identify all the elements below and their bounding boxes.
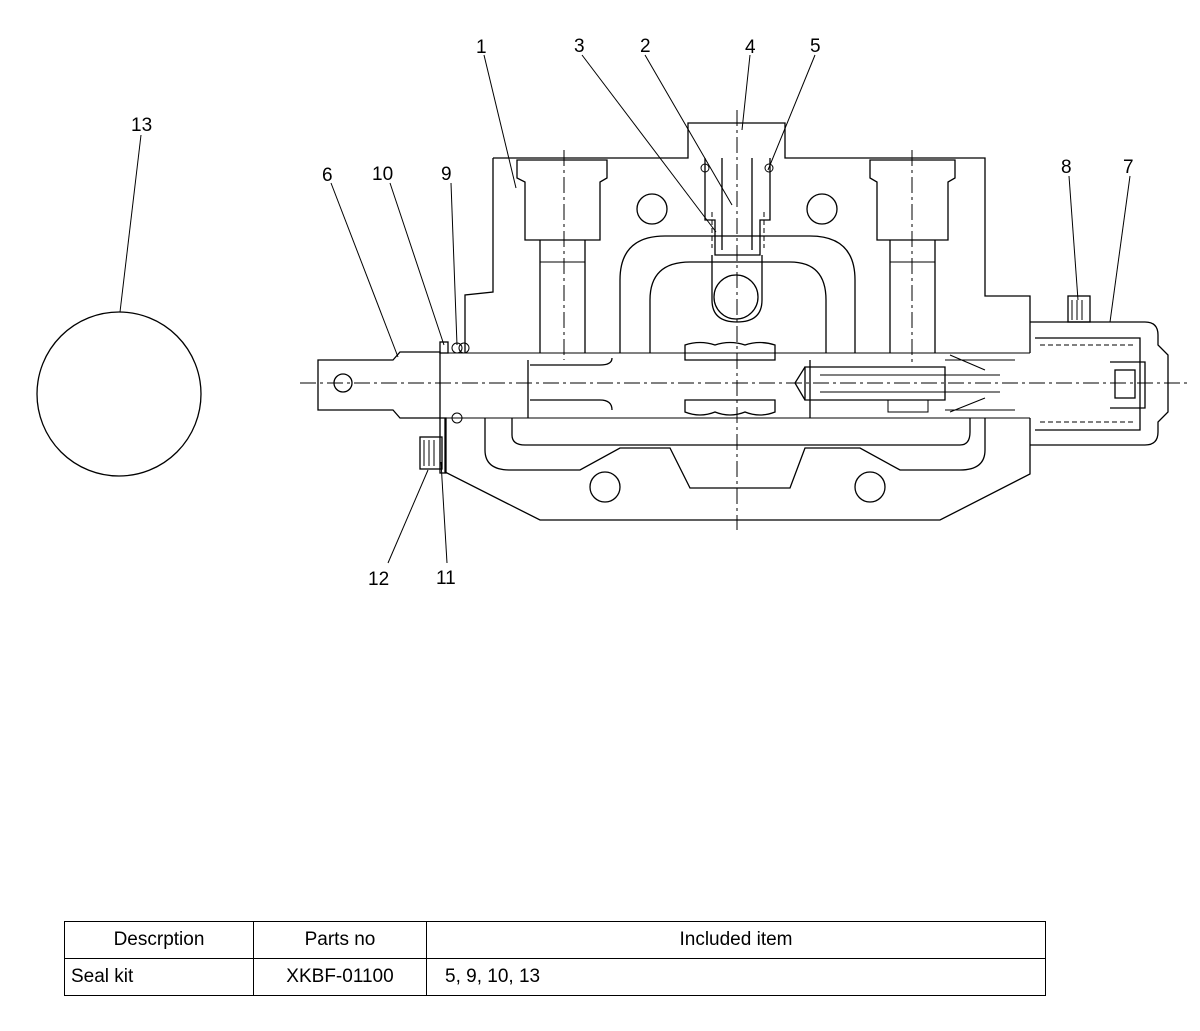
callout-8: 8 xyxy=(1061,157,1072,178)
part-11-plate xyxy=(439,417,447,474)
callout-9: 9 xyxy=(441,164,452,185)
spool xyxy=(300,341,1190,419)
left-check-valve xyxy=(516,150,608,360)
header-included-item: Included item xyxy=(426,921,1046,959)
seal-kit-table: Descrption Parts no Included item Seal k… xyxy=(64,921,1046,996)
callout-5: 5 xyxy=(810,36,821,57)
part-8-plug xyxy=(1067,295,1091,323)
callout-1: 1 xyxy=(476,37,487,58)
cell-included-items: 5, 9, 10, 13 xyxy=(426,958,1046,996)
callout-3: 3 xyxy=(574,36,585,57)
small-seal-parts xyxy=(419,295,1091,474)
callout-6: 6 xyxy=(322,165,333,186)
header-description: Descrption xyxy=(64,921,254,959)
callout-12: 12 xyxy=(368,569,389,590)
leader-lines xyxy=(119,54,1131,564)
table-row: Seal kit XKBF-01100 5, 9, 10, 13 xyxy=(64,958,1046,996)
table-header-row: Descrption Parts no Included item xyxy=(64,921,1046,959)
header-parts-no: Parts no xyxy=(253,921,427,959)
cap-assembly xyxy=(945,321,1169,446)
top-plug-assembly xyxy=(700,110,774,530)
callout-11: 11 xyxy=(436,568,456,589)
cell-parts-no: XKBF-01100 xyxy=(253,958,427,996)
callout-13: 13 xyxy=(131,115,152,136)
callout-4: 4 xyxy=(745,37,756,58)
valve-body xyxy=(440,122,1031,521)
right-check-valve xyxy=(869,150,956,365)
part-12-bolt xyxy=(419,436,443,470)
o-ring-13 xyxy=(36,311,202,477)
callout-labels: 1 2 3 4 5 6 7 8 9 10 11 12 13 xyxy=(131,36,1134,590)
callout-10: 10 xyxy=(372,164,393,185)
callout-2: 2 xyxy=(640,36,651,57)
callout-7: 7 xyxy=(1123,157,1134,178)
cell-description: Seal kit xyxy=(64,958,254,996)
part-10-plate xyxy=(439,341,449,354)
